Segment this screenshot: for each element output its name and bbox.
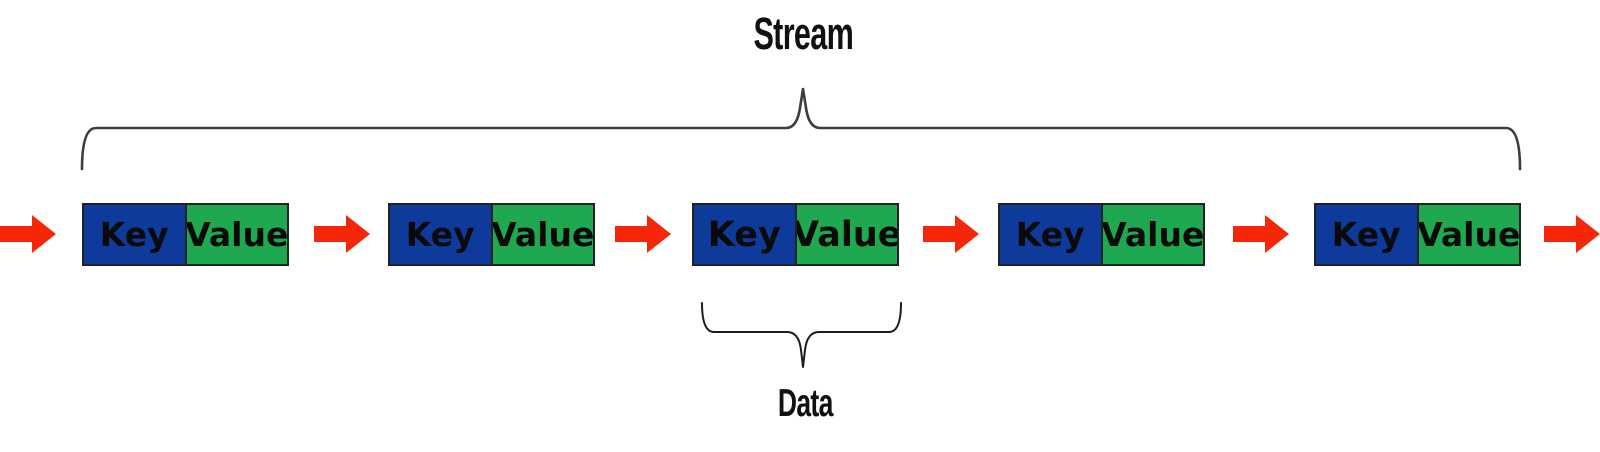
value-label: Value [185,215,287,254]
stream-label-text: Stream [753,8,853,59]
value-cell: Value [794,205,897,264]
key-cell: Key [1316,205,1417,264]
data-brace [701,302,902,368]
flow-arrow-icon [615,215,671,253]
stream-brace [80,87,1522,171]
value-cell: Value [1416,205,1519,264]
key-cell: Key [84,205,185,264]
key-label: Key [1015,215,1085,254]
value-label: Value [491,215,593,254]
flow-arrow-icon [923,215,979,253]
key-label: Key [1331,215,1401,254]
data-label: Data [705,380,905,428]
flow-arrow-icon [314,215,370,253]
flow-arrow-icon [0,215,56,253]
flow-arrow-icon [1544,215,1600,253]
kv-pair: Key Value [692,203,899,266]
value-cell: Value [490,205,593,264]
value-label: Value [1101,215,1203,254]
kv-pair: Key Value [998,203,1205,266]
kv-pair: Key Value [1314,203,1521,266]
key-cell: Key [694,205,795,264]
data-label-text: Data [777,382,833,425]
stream-label: Stream [703,8,903,60]
value-label: Value [794,214,897,255]
value-cell: Value [184,205,287,264]
key-label: Key [99,215,169,254]
flow-arrow-icon [1233,215,1289,253]
key-label: Key [405,215,475,254]
key-cell: Key [1000,205,1101,264]
kv-pair: Key Value [82,203,289,266]
key-cell: Key [390,205,491,264]
kv-pair: Key Value [388,203,595,266]
value-cell: Value [1100,205,1203,264]
value-label: Value [1417,215,1519,254]
key-label: Key [707,214,781,255]
